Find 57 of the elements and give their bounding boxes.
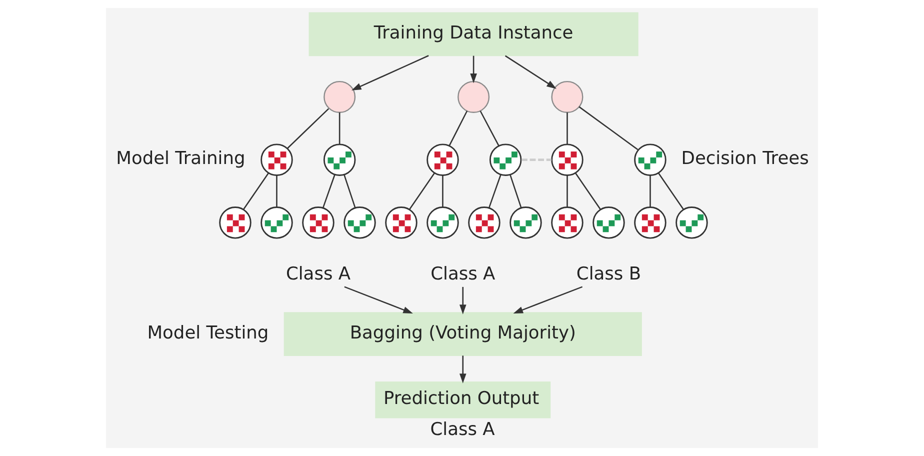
connector <box>448 110 468 146</box>
node-text: Class A <box>286 264 351 285</box>
node-circle <box>468 206 500 239</box>
node-circle <box>219 206 252 239</box>
node-circle <box>634 206 666 239</box>
label: Model Testing <box>147 322 269 344</box>
connector <box>480 110 500 146</box>
node-box: Prediction Output <box>375 382 551 418</box>
arrow <box>459 286 466 314</box>
connector <box>344 174 356 208</box>
node-circle <box>324 80 356 113</box>
connector <box>243 172 269 210</box>
arrow <box>459 356 466 384</box>
node-circle <box>344 206 376 239</box>
node-circle <box>551 206 584 239</box>
node-circle <box>426 144 459 176</box>
node-text: Class A <box>430 264 496 285</box>
node-circle <box>634 144 666 176</box>
node-label: Class A <box>430 418 495 440</box>
connector <box>409 172 435 210</box>
node-text: Class B <box>576 264 642 285</box>
connector <box>442 175 444 207</box>
arrow <box>351 55 429 90</box>
node-circle <box>385 206 418 239</box>
arrow <box>344 286 413 314</box>
connector <box>322 174 336 208</box>
arrow <box>470 56 477 84</box>
label: Model Training <box>116 148 246 169</box>
connector <box>566 112 568 144</box>
node-circle <box>426 206 459 239</box>
node-circle <box>551 144 584 176</box>
connector <box>488 174 502 208</box>
arrow <box>513 286 583 314</box>
connector <box>566 175 568 207</box>
connector <box>658 172 684 210</box>
node-circle <box>260 144 293 176</box>
node-circle <box>592 206 625 239</box>
node-circle <box>302 206 334 239</box>
connector <box>510 174 522 208</box>
label: Decision Trees <box>681 148 809 169</box>
node-circle <box>510 206 542 239</box>
node-circle <box>458 80 490 113</box>
node-circle <box>260 206 293 239</box>
node-box: Training Data Instance <box>308 12 638 56</box>
node-circle <box>551 80 584 113</box>
connector <box>578 106 638 150</box>
node-circle <box>489 144 522 176</box>
connector <box>650 175 651 207</box>
node-circle <box>323 144 356 176</box>
connector <box>276 175 278 207</box>
connector <box>575 172 601 210</box>
node-box: Bagging (Voting Majority) <box>284 312 642 356</box>
node-circle <box>676 206 708 239</box>
connector <box>287 108 330 149</box>
connector <box>338 112 340 144</box>
arrow <box>504 55 556 89</box>
connector <box>521 158 552 161</box>
